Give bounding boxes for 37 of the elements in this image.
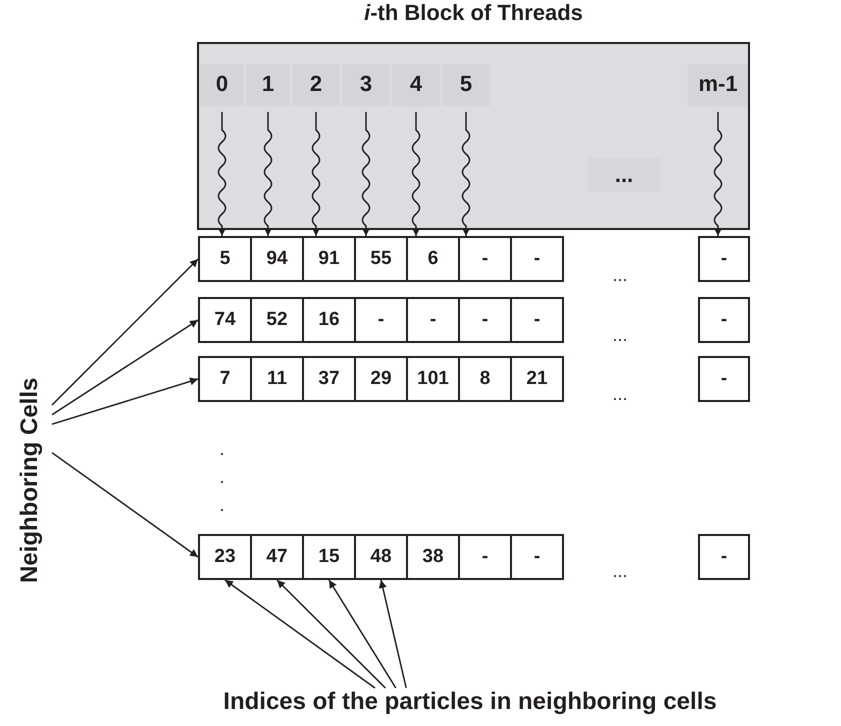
index-cell: - — [698, 236, 750, 282]
ellipsis: ... — [611, 383, 628, 405]
arrow — [714, 112, 722, 236]
thread-index: 1 — [246, 64, 290, 106]
arrow — [328, 580, 396, 688]
index-cell: - — [698, 534, 750, 580]
arrow — [462, 112, 470, 236]
arrow — [51, 258, 199, 406]
thread-index: 5 — [442, 64, 490, 106]
ellipsis: ... — [611, 324, 628, 346]
ellipsis: ... — [611, 560, 628, 582]
thread-index: 2 — [292, 64, 340, 106]
arrow — [264, 112, 272, 236]
block-title: i-th Block of Threads — [363, 0, 584, 26]
thread-index: 4 — [392, 64, 440, 106]
arrow — [378, 580, 407, 688]
ellipsis-dot: . — [218, 466, 226, 488]
thread-index: 0 — [200, 64, 244, 106]
arrow — [312, 112, 320, 236]
axis-label: Neighboring Cells — [8, 270, 52, 690]
index-cell: - — [698, 356, 750, 402]
arrow — [224, 579, 376, 689]
index-cell: - — [698, 297, 750, 343]
ellipsis: ... — [588, 158, 660, 192]
ellipsis-dot: . — [218, 494, 226, 516]
arrow — [52, 378, 198, 425]
caption-label: Indices of the particles in neighboring cells — [120, 688, 820, 718]
thread-index: 3 — [342, 64, 390, 106]
arrow — [362, 112, 370, 236]
ellipsis: ... — [611, 264, 628, 286]
thread-index: m-1 — [688, 64, 748, 106]
arrow — [276, 579, 386, 689]
arrow — [218, 112, 226, 236]
ellipsis-dot: . — [218, 438, 226, 460]
arrow — [52, 452, 198, 558]
arrow — [412, 112, 420, 236]
arrow — [52, 319, 198, 416]
